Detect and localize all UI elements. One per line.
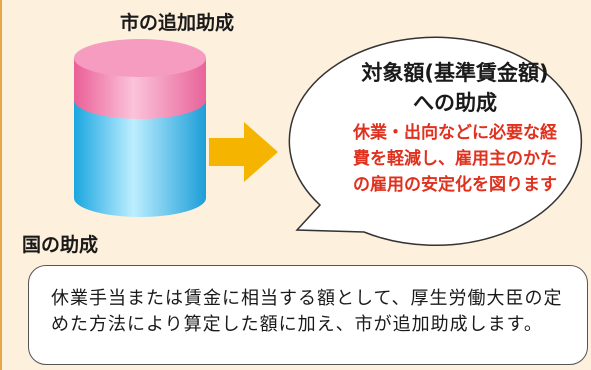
bubble-title-line1: 対象額(基準賃金額): [361, 61, 549, 85]
bubble-title-line2: への助成: [413, 91, 497, 115]
bubble-content: 対象額(基準賃金額) への助成 休業・出向などに必要な経 費を軽減し、雇用主のか…: [314, 58, 591, 198]
note-box: 休業手当または賃金に相当する額として、厚生労働大臣の定めた方法により算定した額に…: [28, 265, 588, 365]
note-text: 休業手当または賃金に相当する額として、厚生労働大臣の定めた方法により算定した額に…: [51, 288, 563, 335]
stacked-cylinder: [74, 39, 206, 217]
national-subsidy-label: 国の助成: [22, 234, 99, 256]
arrow-icon: [209, 122, 278, 182]
bubble-sub-line3: の雇用の安定化を図ります: [353, 175, 557, 195]
bubble-sub-line2: 費を軽減し、雇用主のかた: [353, 149, 557, 169]
national-subsidy-segment: [74, 100, 206, 217]
city-subsidy-label: 市の追加助成: [120, 12, 235, 34]
bubble-sub-line1: 休業・出向などに必要な経: [353, 123, 557, 143]
cylinder-top: [74, 39, 206, 77]
speech-bubble: [288, 36, 583, 246]
